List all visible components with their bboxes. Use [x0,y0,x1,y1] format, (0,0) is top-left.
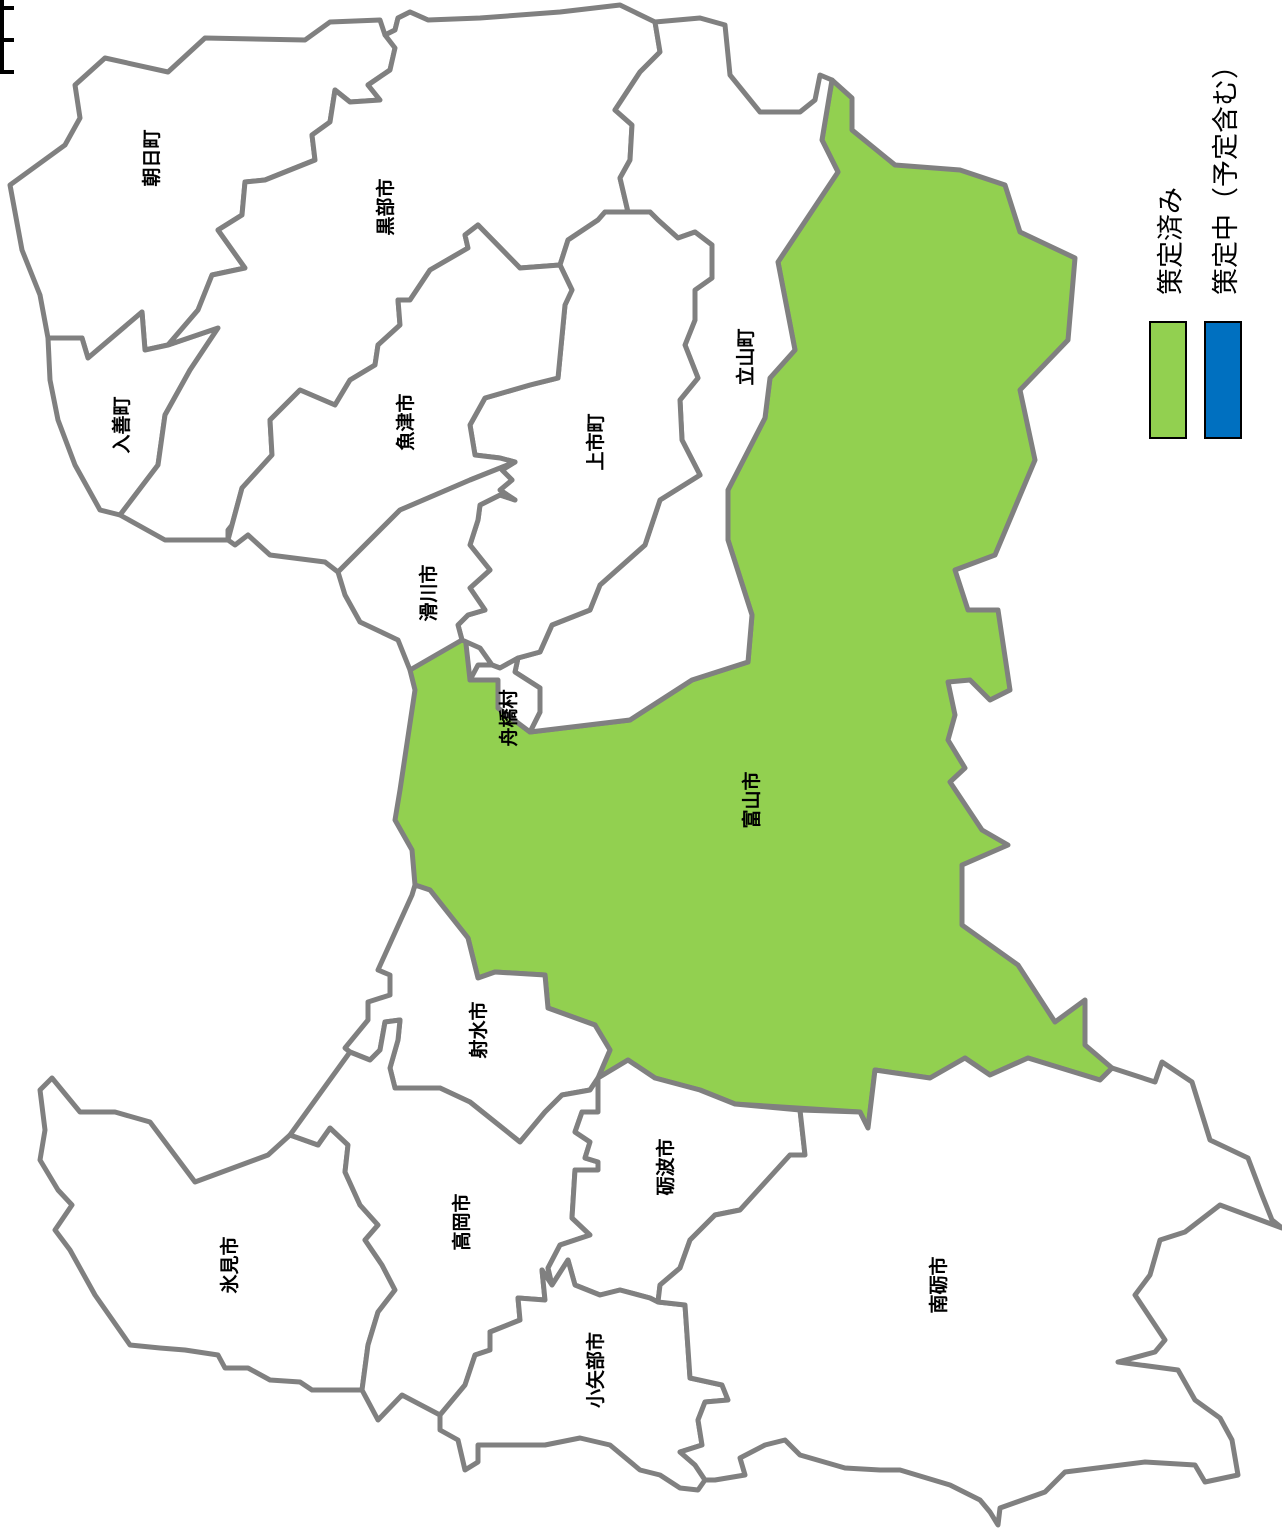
label-takaoka: 高岡市 [450,1193,473,1250]
label-asahi: 朝日町 [141,129,163,186]
label-uozu: 魚津市 [394,393,417,450]
label-oyabe: 小矢部市 [584,1332,607,1408]
label-toyama: 富山市 [740,771,763,828]
label-kurobe: 黒部市 [374,178,397,235]
region-funahashi[interactable] [467,655,543,735]
label-namerikawa: 滑川市 [417,564,440,621]
label-tateyama: 立山町 [734,328,757,385]
label-nyuzen: 入善町 [110,396,133,453]
label-funahashi: 舟橋村 [497,689,520,746]
label-kamiichi: 上市町 [584,413,607,470]
legend: 策定済み 策定中（予定含む） [1149,52,1242,439]
legend-label-done: 策定済み [1156,187,1187,295]
region-namerikawa[interactable] [335,459,518,673]
label-tonami: 砺波市 [654,1138,677,1195]
label-nanto: 南砺市 [927,1256,950,1313]
label-imizu: 射水市 [467,1001,490,1059]
legend-swatch-done [1149,321,1187,439]
legend-label-in-progress: 策定中（予定含む） [1211,52,1242,295]
region-nanto[interactable] [655,1055,1282,1528]
label-himi: 氷見市 [218,1236,241,1293]
legend-swatch-in-progress [1204,321,1242,439]
cropped-corner-mark [0,0,14,80]
